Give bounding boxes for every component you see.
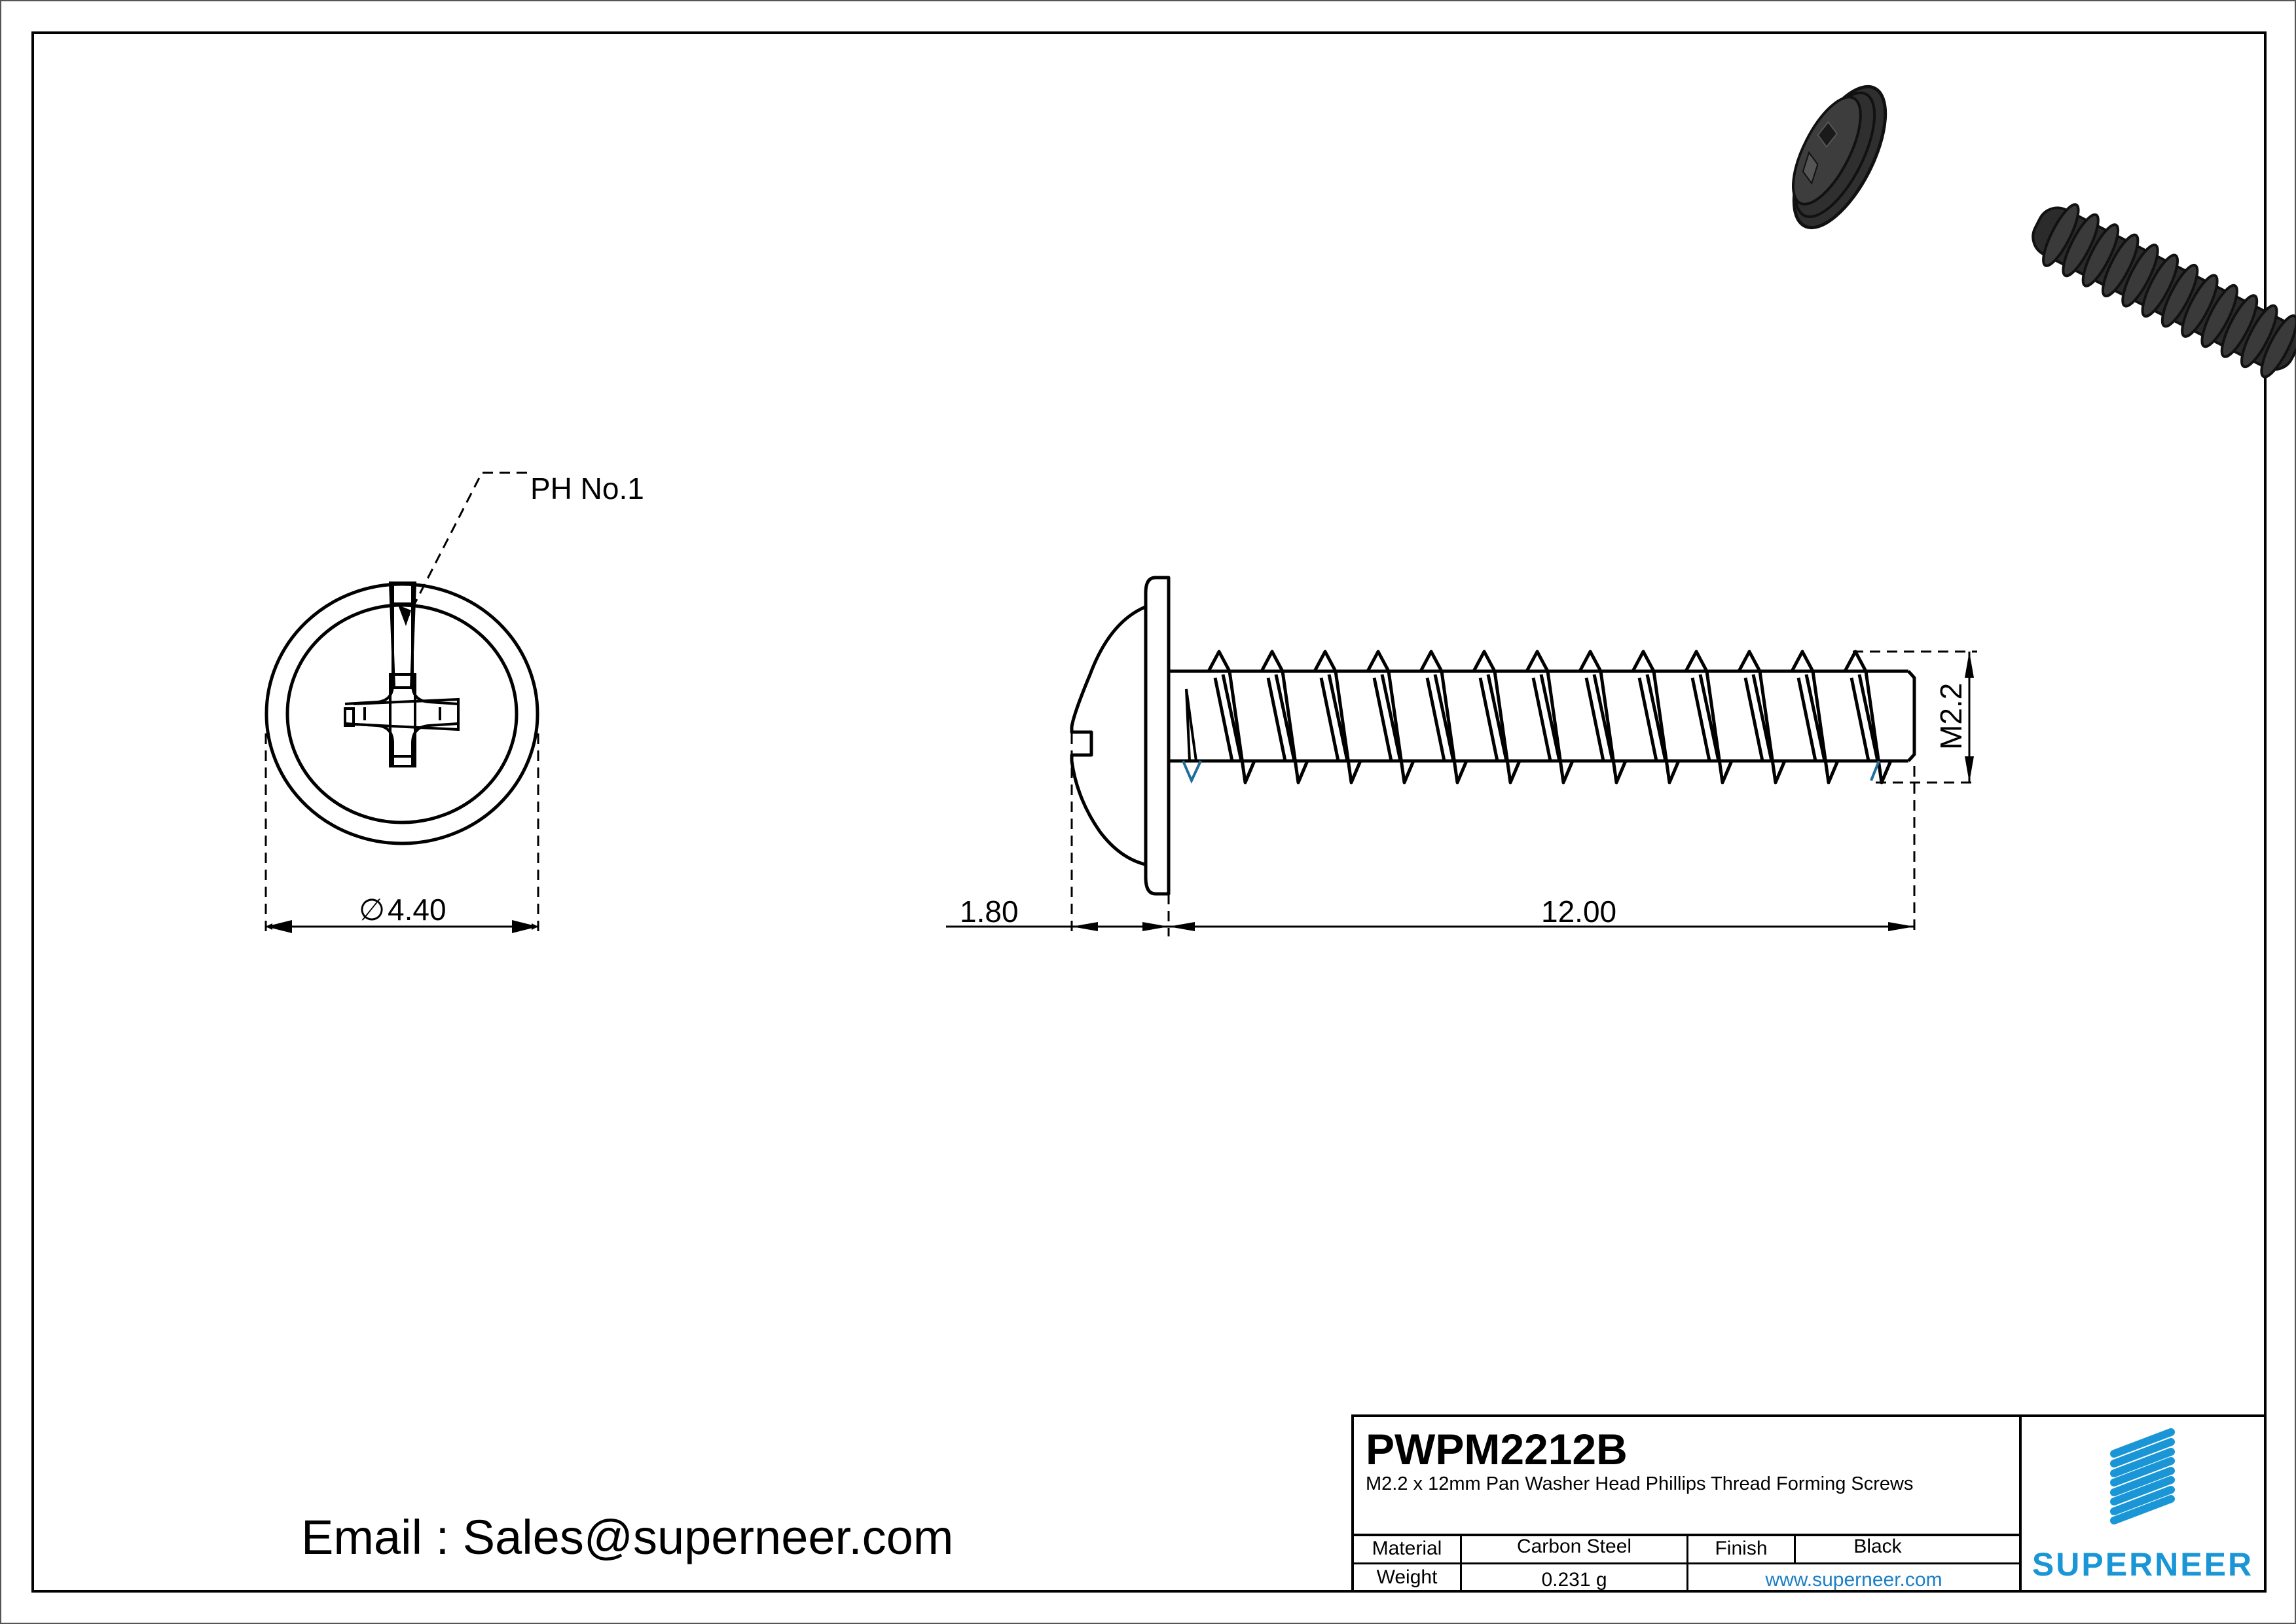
dimension-arrowheads bbox=[1072, 922, 1914, 931]
arrowhead-icon bbox=[266, 920, 292, 933]
weight-value: 0.231 g bbox=[1541, 1569, 1607, 1591]
title-block-row-divider bbox=[1351, 1562, 2020, 1564]
part-number: PWPM2212B bbox=[1366, 1425, 1628, 1473]
head-diameter-dimension bbox=[264, 733, 539, 936]
thread-size-label: M2.2 bbox=[1934, 683, 1968, 750]
phillips-recess-icon bbox=[344, 581, 460, 767]
title-block-row-divider bbox=[1351, 1534, 2020, 1536]
part-description: M2.2 x 12mm Pan Washer Head Phillips Thr… bbox=[1366, 1473, 1914, 1494]
finish-label: Finish bbox=[1715, 1538, 1768, 1559]
title-block-col-divider bbox=[1460, 1535, 1462, 1590]
title-block bbox=[1351, 1414, 2264, 1590]
head-height-value: 1.80 bbox=[960, 895, 1019, 929]
title-block-col-divider bbox=[1794, 1535, 1796, 1564]
length-dimensions bbox=[946, 733, 1916, 936]
callout-arrowhead-icon bbox=[398, 605, 411, 626]
website-link[interactable]: www.superneer.com bbox=[1765, 1569, 1942, 1591]
drive-callout-leader bbox=[405, 471, 527, 621]
material-value: Carbon Steel bbox=[1516, 1536, 1632, 1557]
finish-value: Black bbox=[1853, 1536, 1902, 1557]
sheet-inner-border bbox=[31, 31, 2267, 1593]
head-diameter-value: 4.40 bbox=[388, 893, 446, 927]
drive-callout-label: PH No.1 bbox=[530, 471, 644, 506]
superneer-logo-icon bbox=[2110, 1428, 2175, 1524]
side-view-screw bbox=[1070, 576, 1916, 896]
weight-label: Weight bbox=[1376, 1566, 1438, 1588]
title-block-col-divider bbox=[1686, 1535, 1688, 1590]
contact-email: Email : Sales@superneer.com bbox=[301, 1510, 954, 1564]
length-value: 12.00 bbox=[1541, 895, 1616, 929]
screw-3d-render-icon bbox=[1791, 84, 2296, 378]
arrowhead-icon bbox=[512, 920, 538, 933]
arrowhead-icon bbox=[1965, 652, 1974, 678]
title-block-logo-cell bbox=[2019, 1414, 2264, 1590]
top-view-head bbox=[264, 581, 539, 845]
material-label: Material bbox=[1372, 1538, 1442, 1559]
superneer-wordmark: SUPERNEER bbox=[2032, 1546, 2254, 1583]
diameter-symbol: ∅ bbox=[359, 893, 385, 927]
thread-start-tip bbox=[1182, 688, 1880, 784]
arrowhead-icon bbox=[1965, 756, 1974, 783]
